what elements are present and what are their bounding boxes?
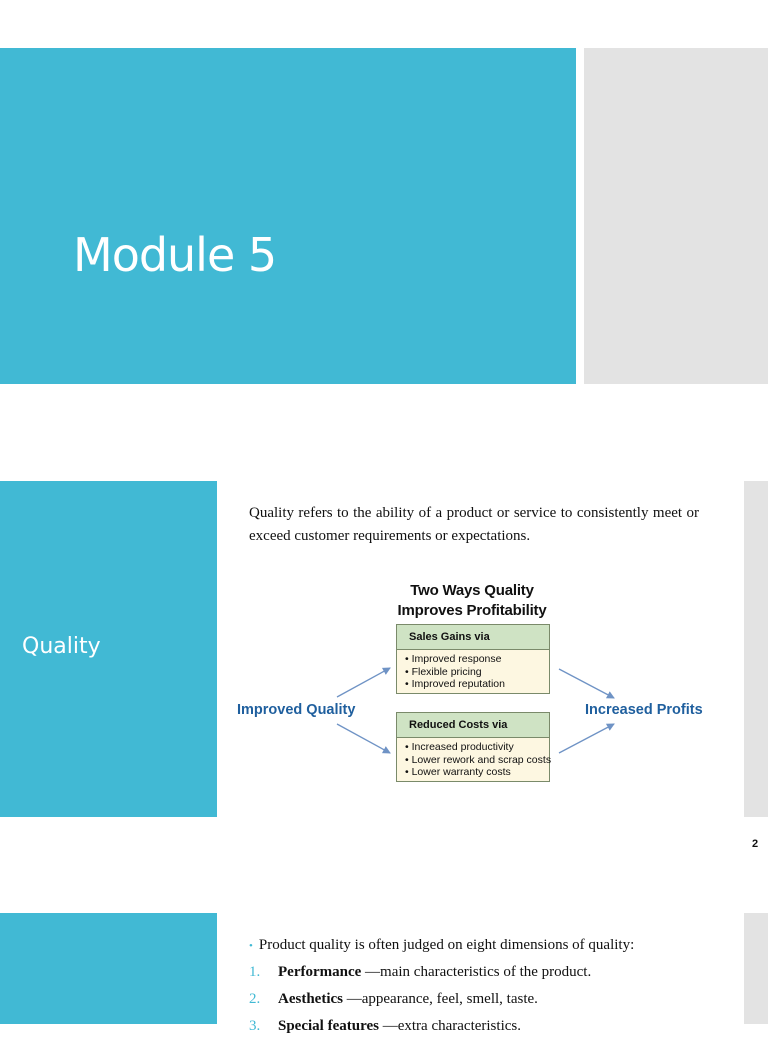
item-number: 2. xyxy=(249,991,261,1007)
quality-definition: Quality refers to the ability of a produ… xyxy=(249,505,699,544)
list-item: • Flexible pricing xyxy=(405,665,482,678)
item-number: 1. xyxy=(249,964,261,980)
sales-gains-list: • Improved response • Flexible pricing •… xyxy=(397,650,549,693)
list-item: 3. Special features —extra characteristic… xyxy=(249,1013,729,1040)
bullet-icon: • xyxy=(249,940,253,952)
slide1-side-panel xyxy=(584,48,768,384)
list-item: • Lower rework and scrap costs xyxy=(405,753,552,766)
slide3-title-panel xyxy=(0,913,217,1024)
item-desc: —extra characteristics. xyxy=(378,1018,521,1034)
arrow-icon xyxy=(558,668,615,699)
list-item: 1. Performance —main characteristics of t… xyxy=(249,959,729,986)
slide1-title: Module 5 xyxy=(73,228,277,282)
item-desc: —appearance, feel, smell, taste. xyxy=(342,991,538,1007)
sales-gains-box: Sales Gains via • Improved response • Fl… xyxy=(396,624,550,694)
item-number: 3. xyxy=(249,1018,261,1034)
slide2-title: Quality xyxy=(22,634,101,659)
list-item: • Improved reputation xyxy=(405,678,505,690)
item-term: Special features xyxy=(278,1018,379,1034)
intro-text: Product quality is often judged on eight… xyxy=(258,937,635,953)
item-term: Performance xyxy=(278,964,362,980)
diagram-title-line1: Two Ways Quality xyxy=(410,582,534,599)
slide3-side-panel xyxy=(744,913,768,1024)
slide2-side-panel xyxy=(744,481,768,817)
arrow-icon xyxy=(336,667,391,698)
reduced-costs-box: Reduced Costs via • Increased productivi… xyxy=(396,712,552,782)
list-item: • Improved response xyxy=(405,653,502,665)
diagram-title: Two Ways Quality Improves Profitability xyxy=(372,581,572,621)
item-term: Aesthetics xyxy=(278,991,343,1007)
slide2-title-panel xyxy=(0,481,217,817)
list-item: • Lower warranty costs xyxy=(405,766,511,778)
slide1-title-panel xyxy=(0,48,576,384)
item-desc: —main characteristics of the product. xyxy=(361,964,592,980)
list-item: • Increased productivity xyxy=(405,741,514,753)
list-item: 2. Aesthetics —appearance, feel, smell, t… xyxy=(249,986,729,1013)
improved-quality-label: Improved Quality xyxy=(237,702,356,718)
arrow-icon xyxy=(336,723,391,754)
intro-line: • Product quality is often judged on eigh… xyxy=(249,932,729,959)
arrow-icon xyxy=(558,723,615,754)
reduced-costs-header: Reduced Costs via xyxy=(397,713,549,738)
reduced-costs-list: • Increased productivity • Lower rework … xyxy=(397,738,552,781)
page-number: 2 xyxy=(752,838,759,850)
increased-profits-label: Increased Profits xyxy=(585,702,703,718)
diagram-title-line2: Improves Profitability xyxy=(397,602,547,619)
sales-gains-header: Sales Gains via xyxy=(397,625,549,650)
